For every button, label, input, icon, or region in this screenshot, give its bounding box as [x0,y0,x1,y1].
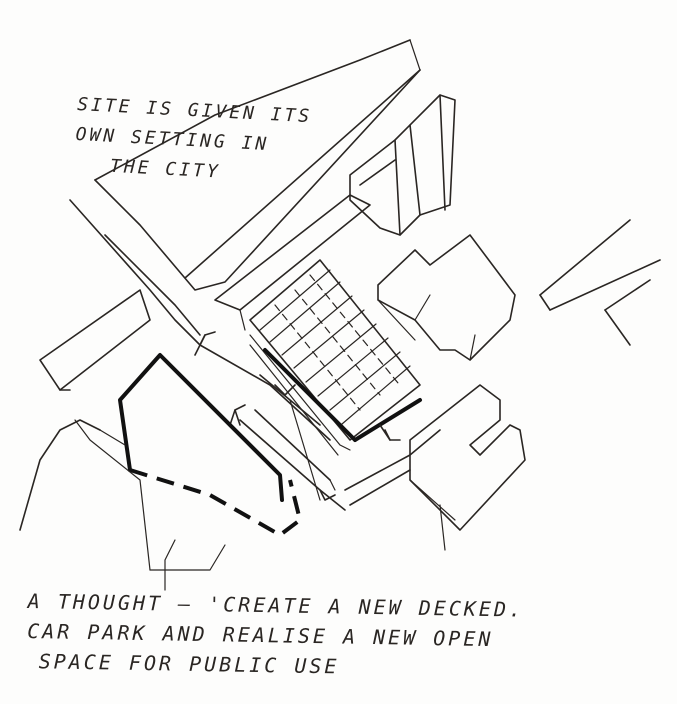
block-south-east [409,384,526,551]
slab-middle [214,194,371,331]
towers [349,94,456,236]
block-north [94,39,421,291]
site-edges [19,419,226,591]
decked-car-park [249,259,422,456]
block-east-notched [377,234,516,361]
block-west [39,289,151,391]
annotation-top: SITE IS GIVEN ITS OWN SETTING IN THE CIT… [73,90,313,192]
circulation-arrows [194,331,401,501]
site-outline [118,353,302,537]
road-east [539,219,661,346]
annotation-bottom: A THOUGHT — 'CREATE A NEW DECKED. CAR PA… [26,586,524,685]
main-road [69,199,331,501]
